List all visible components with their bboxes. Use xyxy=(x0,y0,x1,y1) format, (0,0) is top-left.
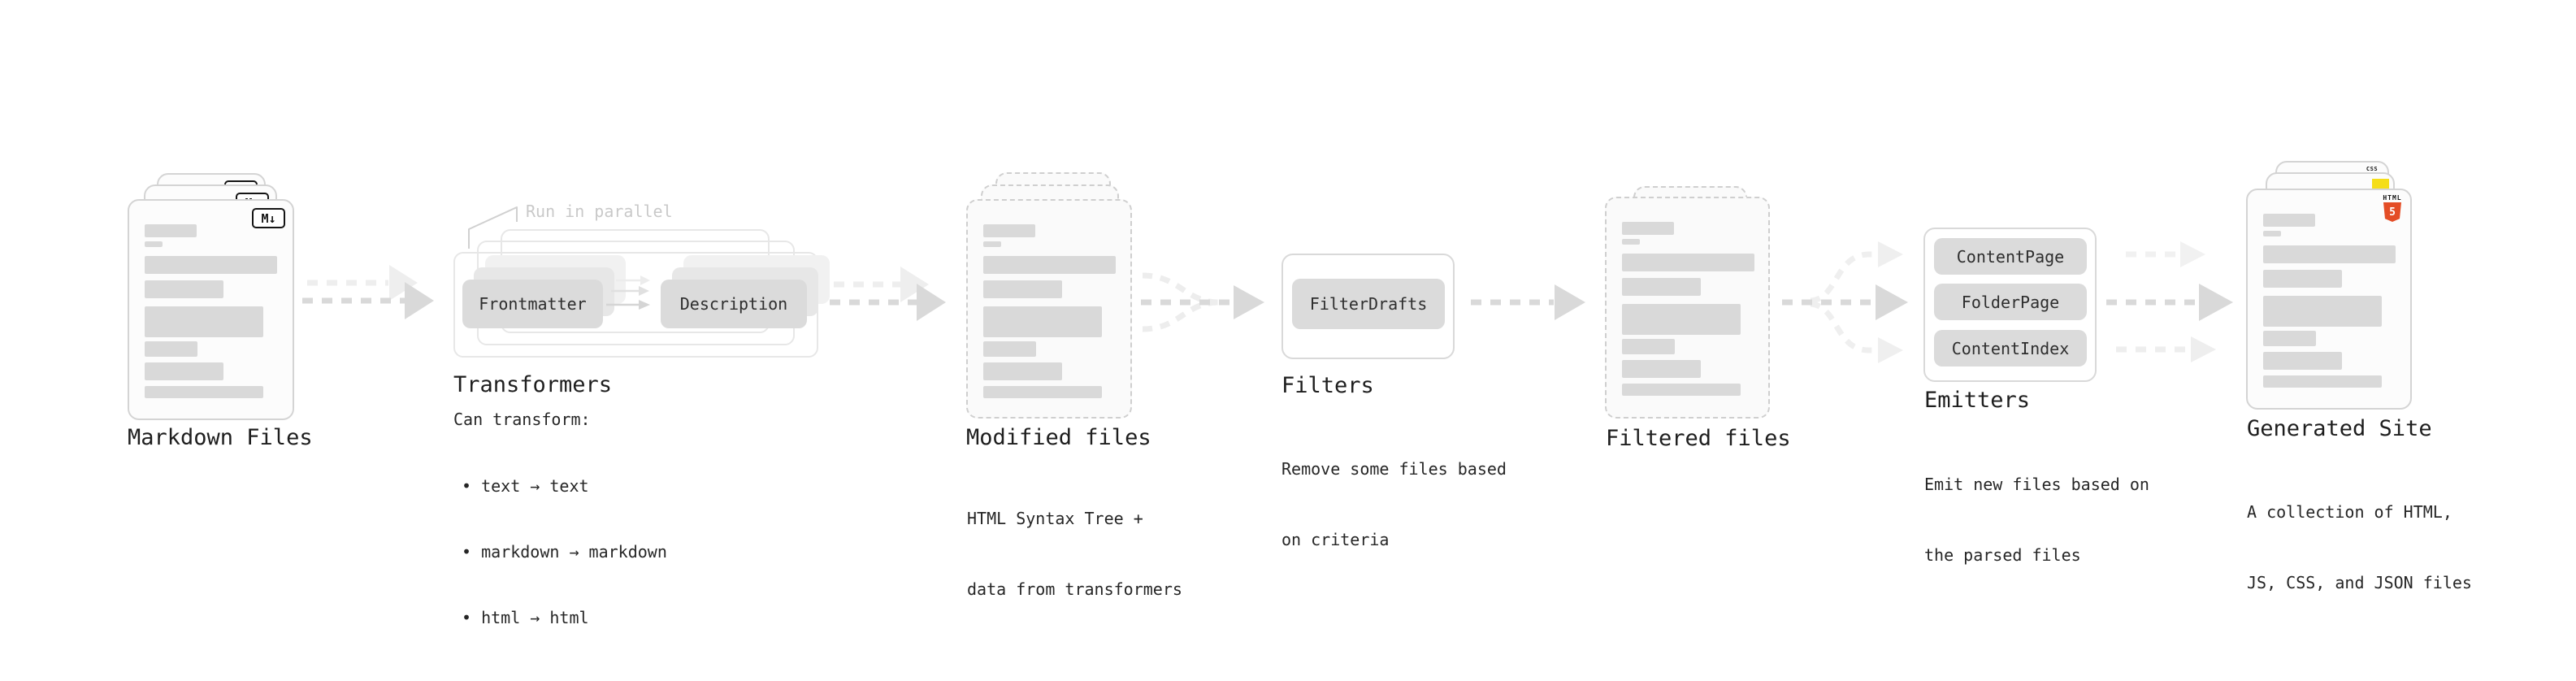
document-content-bar xyxy=(145,256,277,274)
document-content-bar xyxy=(145,341,197,357)
folderpage-node: FolderPage xyxy=(1934,284,2087,320)
transform-bullet-html: • html → html xyxy=(462,608,589,627)
contentpage-node: ContentPage xyxy=(1934,238,2087,275)
arrow-modified-to-filters-converge xyxy=(1141,272,1264,332)
document-content-bar xyxy=(2263,296,2382,327)
generated-site-desc-line1: A collection of HTML, xyxy=(2247,502,2452,522)
arrow-filtered-to-emitters-diverge xyxy=(1782,241,1908,363)
document-content-bar xyxy=(983,241,1001,247)
filters-desc-line1: Remove some files based xyxy=(1281,459,1507,479)
document-content-bar xyxy=(145,241,163,247)
document-content-bar xyxy=(983,362,1062,380)
arrow-transformers-to-modified xyxy=(830,267,946,321)
document-content-bar xyxy=(2263,214,2315,227)
document-content-bar xyxy=(1622,384,1741,396)
generated-site-desc: A collection of HTML, JS, CSS, and JSON … xyxy=(2247,453,2472,642)
document-content-bar xyxy=(1622,222,1674,235)
description-node: Description xyxy=(661,280,807,328)
html5-icon: HTML 5 xyxy=(2382,194,2403,222)
filters-desc-line2: on criteria xyxy=(1281,530,1390,549)
document-content-bar xyxy=(983,224,1035,237)
document-content-bar xyxy=(1622,239,1640,245)
filtered-file-doc-front xyxy=(1605,197,1770,419)
modified-files-desc-line2: data from transformers xyxy=(967,579,1182,599)
filtered-files-title: Filtered files xyxy=(1606,426,1791,451)
emitters-title: Emitters xyxy=(1924,388,2031,413)
frontmatter-node: Frontmatter xyxy=(462,280,603,328)
document-content-bar xyxy=(983,280,1062,298)
emitters-desc: Emit new files based on the parsed files xyxy=(1924,426,2149,614)
document-content-bar xyxy=(983,341,1036,357)
arrow-emitters-to-generated xyxy=(2106,241,2233,362)
arrow-filters-to-filtered xyxy=(1471,284,1585,320)
document-content-bar xyxy=(2263,352,2342,370)
transformers-desc-heading: Can transform: xyxy=(453,410,591,429)
modified-files-desc: HTML Syntax Tree + data from transformer… xyxy=(967,460,1182,648)
modified-file-doc-front xyxy=(966,199,1132,419)
document-content-bar xyxy=(1622,339,1675,354)
document-content-bar xyxy=(145,224,197,237)
document-content-bar xyxy=(1622,304,1741,335)
filterdrafts-node: FilterDrafts xyxy=(1292,279,1445,329)
generated-site-desc-line2: JS, CSS, and JSON files xyxy=(2247,573,2472,592)
document-content-bar xyxy=(145,306,263,337)
document-content-bar xyxy=(983,256,1116,274)
transform-bullet-markdown: • markdown → markdown xyxy=(462,542,667,562)
emitters-desc-line2: the parsed files xyxy=(1924,545,2081,565)
filters-title: Filters xyxy=(1281,373,1374,398)
document-content-bar xyxy=(983,306,1102,337)
js-icon xyxy=(2372,179,2389,190)
contentindex-node: ContentIndex xyxy=(1934,330,2087,367)
document-content-bar xyxy=(2263,331,2316,346)
markdown-icon: M↓ xyxy=(252,208,285,228)
document-content-bar xyxy=(145,386,263,398)
generated-html-doc: HTML 5 xyxy=(2246,189,2412,410)
document-content-bar xyxy=(2263,375,2382,388)
document-content-bar xyxy=(2263,231,2281,236)
document-content-bar xyxy=(145,362,223,380)
arrow-markdown-to-transformers xyxy=(302,265,434,319)
transform-bullet-text: • text → text xyxy=(462,476,589,496)
transformers-capabilities-list: • text → text • markdown → markdown • ht… xyxy=(462,432,667,673)
document-content-bar xyxy=(1622,360,1701,378)
emitters-desc-line1: Emit new files based on xyxy=(1924,475,2149,494)
document-content-bar xyxy=(1622,278,1701,296)
run-in-parallel-annotation: Run in parallel xyxy=(526,202,673,221)
modified-files-desc-line1: HTML Syntax Tree + xyxy=(967,509,1143,528)
generated-site-title: Generated Site xyxy=(2247,416,2432,441)
document-content-bar xyxy=(145,280,223,298)
document-content-bar xyxy=(1622,254,1754,271)
filters-desc: Remove some files based on criteria xyxy=(1281,410,1507,599)
markdown-file-doc-front: M↓ xyxy=(128,199,294,420)
transformers-title: Transformers xyxy=(453,372,613,397)
document-content-bar xyxy=(983,386,1102,398)
document-content-bar xyxy=(2263,245,2396,263)
modified-files-title: Modified files xyxy=(966,425,1151,450)
document-content-bar xyxy=(2263,270,2342,288)
markdown-files-title: Markdown Files xyxy=(128,425,313,450)
